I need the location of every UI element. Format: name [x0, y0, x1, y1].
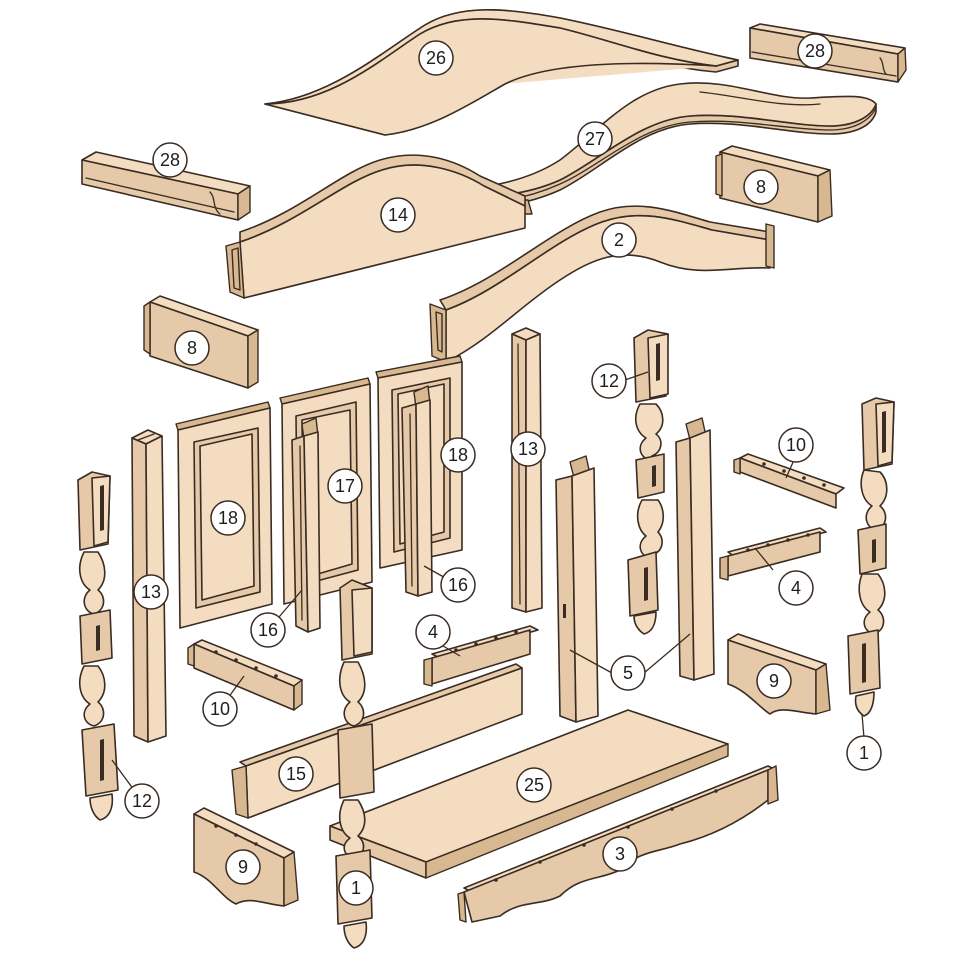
svg-text:16: 16: [448, 575, 468, 595]
callout-8-left: 8: [174, 330, 210, 366]
callout-18-left: 18: [210, 500, 246, 536]
svg-text:16: 16: [258, 620, 278, 640]
part-10-rail-right: [733, 453, 845, 509]
callout-13-middle: 13: [510, 431, 546, 467]
part-26-top-panel: [264, 9, 739, 136]
callout-2: 2: [601, 222, 637, 258]
part-1-leg-front-left: [335, 579, 375, 949]
callout-12-left: 12: [124, 783, 160, 819]
svg-text:18: 18: [218, 508, 238, 528]
svg-text:25: 25: [524, 775, 544, 795]
callout-8-right: 8: [743, 169, 779, 205]
callout-9-left: 9: [225, 849, 261, 885]
svg-text:10: 10: [786, 435, 806, 455]
part-5-stile-right: [675, 417, 715, 681]
svg-text:9: 9: [238, 857, 248, 877]
svg-text:2: 2: [614, 230, 624, 250]
svg-text:28: 28: [160, 150, 180, 170]
callout-4-middle: 4: [415, 614, 451, 650]
part-16-stile-right: [401, 385, 433, 597]
part-12-post-center: [627, 329, 669, 635]
part-5-stile-left: [555, 455, 599, 723]
svg-text:4: 4: [428, 622, 438, 642]
svg-text:8: 8: [756, 177, 766, 197]
svg-text:13: 13: [141, 582, 161, 602]
svg-text:13: 13: [518, 439, 538, 459]
callout-18-middle: 18: [440, 437, 476, 473]
svg-text:17: 17: [335, 476, 355, 496]
callout-15: 15: [278, 756, 314, 792]
callout-1-front: 1: [338, 870, 374, 906]
callout-12-center: 12: [591, 363, 627, 399]
svg-text:10: 10: [210, 699, 230, 719]
part-2-arched-apron: [429, 205, 775, 363]
svg-text:1: 1: [859, 743, 869, 763]
svg-text:28: 28: [805, 41, 825, 61]
svg-text:26: 26: [426, 48, 446, 68]
svg-text:9: 9: [769, 671, 779, 691]
svg-text:5: 5: [623, 663, 633, 683]
callout-26: 26: [418, 40, 454, 76]
callout-16-left: 16: [250, 612, 286, 648]
callout-17: 17: [327, 468, 363, 504]
svg-text:12: 12: [599, 371, 619, 391]
svg-text:14: 14: [388, 205, 408, 225]
callout-3: 3: [602, 836, 638, 872]
part-13-stile-middle: [511, 327, 543, 613]
part-14-arched-panel: [225, 154, 526, 299]
svg-text:8: 8: [187, 338, 197, 358]
callout-10-right: 10: [778, 427, 814, 463]
part-12-post-left: [77, 471, 119, 821]
part-16-stile-left: [291, 417, 321, 633]
part-4-rail-middle: [423, 625, 539, 687]
part-15-back-panel: [231, 663, 523, 819]
callout-25: 25: [516, 767, 552, 803]
svg-text:15: 15: [286, 764, 306, 784]
callout-28-right: 28: [797, 33, 833, 69]
callout-1-right: 1: [846, 735, 882, 771]
callout-10-left: 10: [202, 691, 238, 727]
callout-14: 14: [380, 197, 416, 233]
svg-text:18: 18: [448, 445, 468, 465]
svg-text:3: 3: [615, 844, 625, 864]
callout-16-right: 16: [440, 567, 476, 603]
callout-27: 27: [577, 121, 613, 157]
callout-28-left: 28: [152, 142, 188, 178]
callout-13-left: 13: [133, 574, 169, 610]
svg-text:1: 1: [351, 878, 361, 898]
svg-text:4: 4: [791, 578, 801, 598]
callout-5: 5: [610, 655, 646, 691]
part-4-rail-right: [719, 527, 827, 581]
callout-9-right: 9: [756, 663, 792, 699]
part-1-leg-right: [847, 397, 895, 717]
svg-text:27: 27: [585, 129, 605, 149]
callout-4-right: 4: [778, 570, 814, 606]
svg-text:12: 12: [132, 791, 152, 811]
